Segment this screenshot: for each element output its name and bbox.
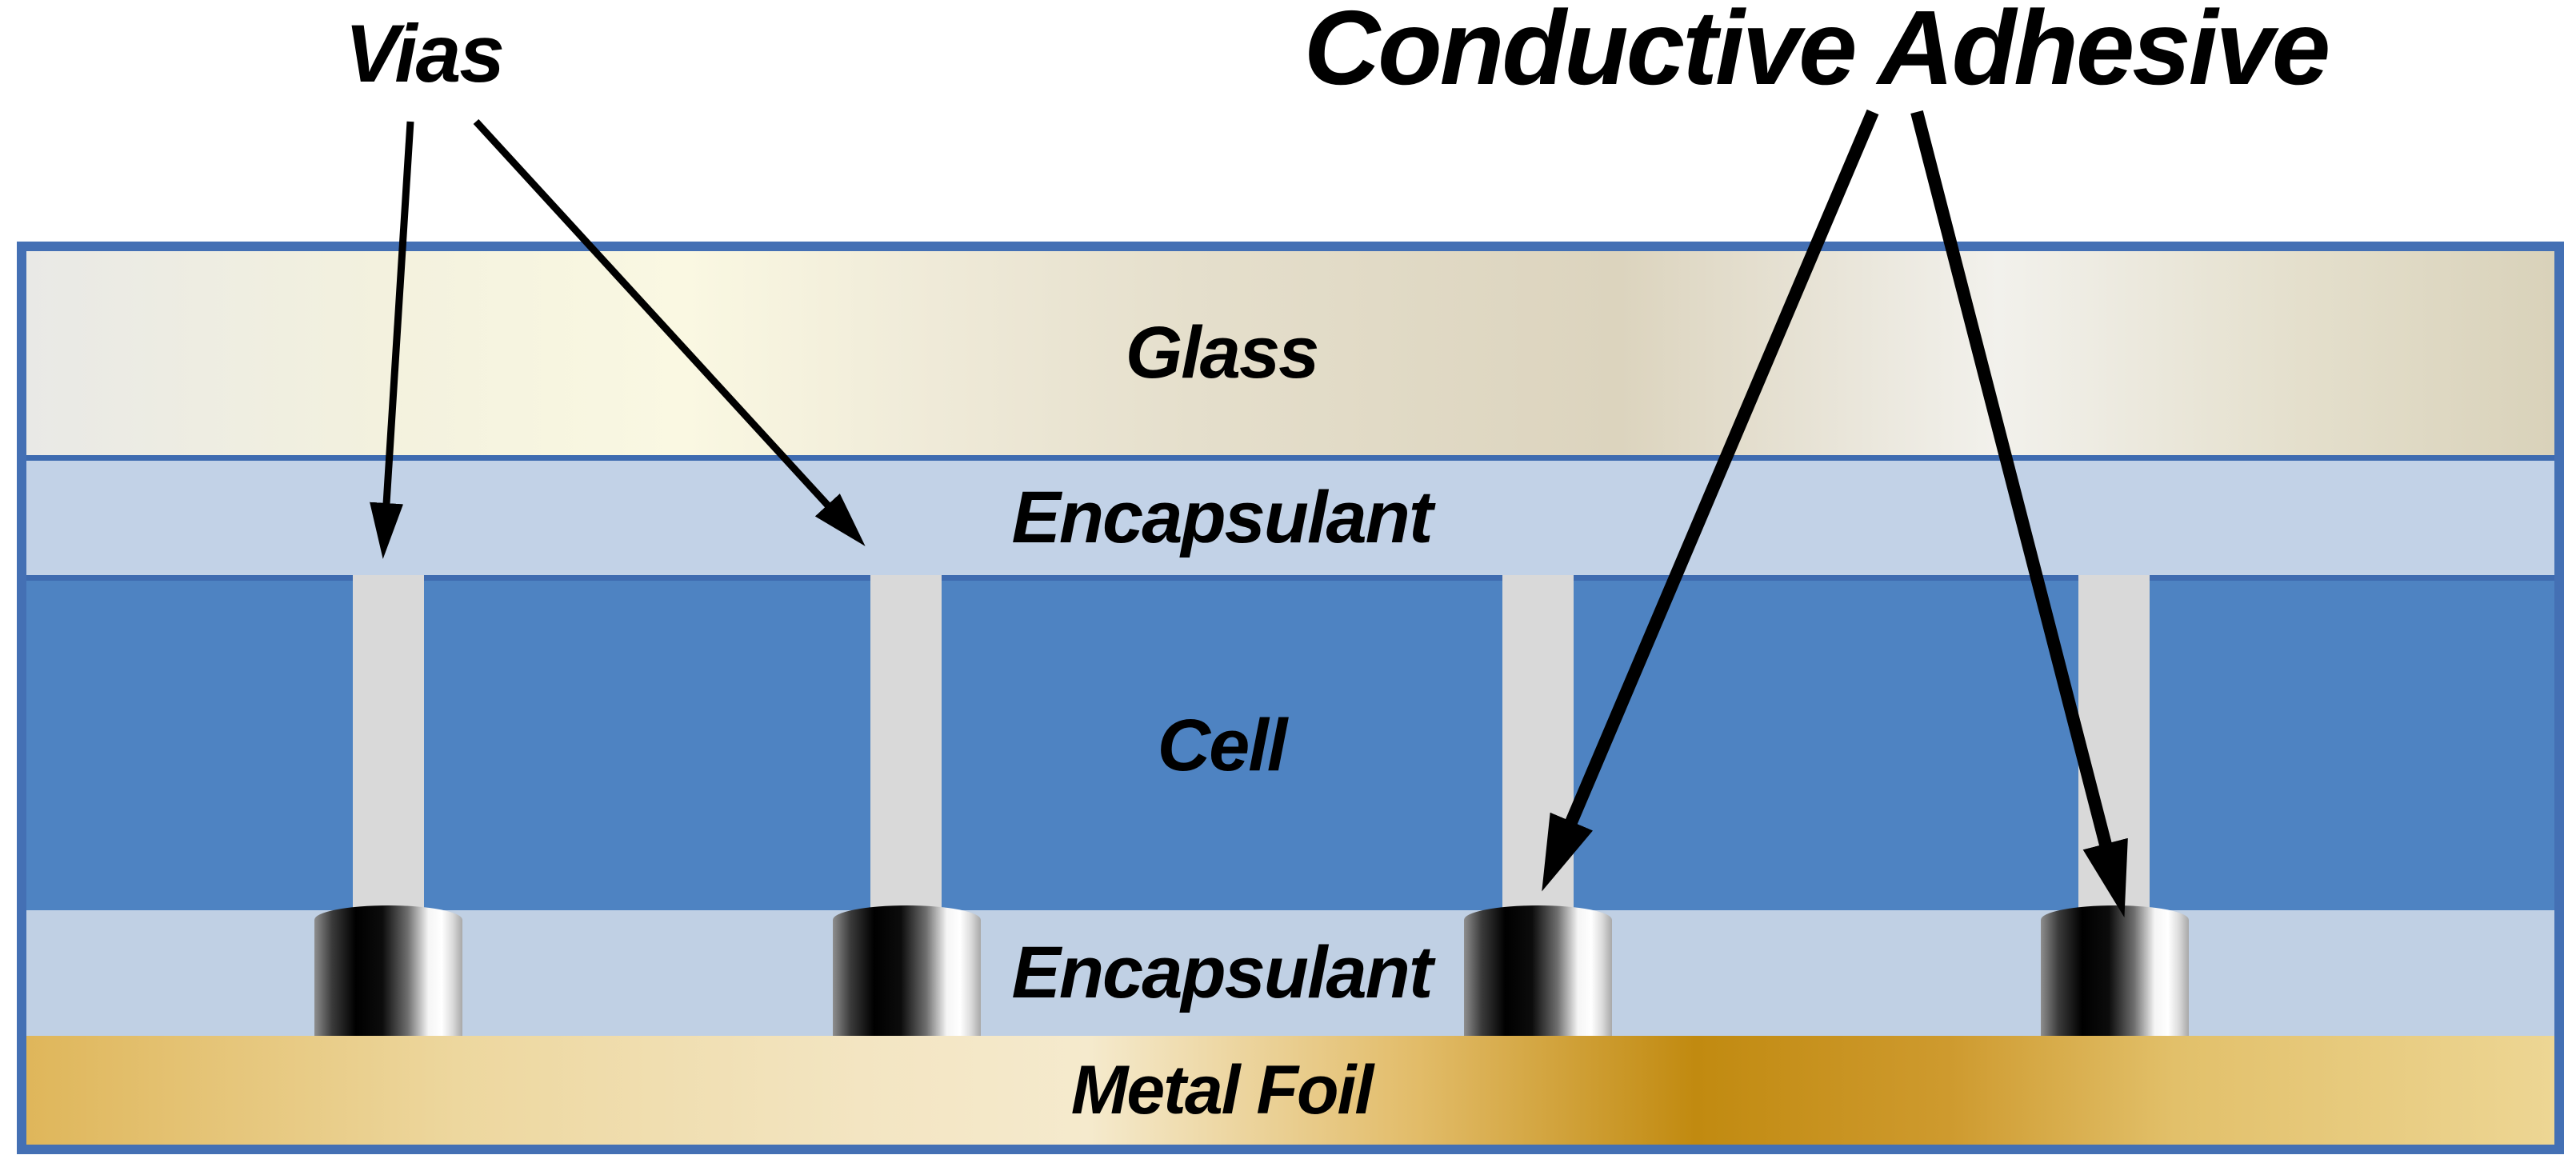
via-3 <box>1502 575 1574 909</box>
conductive-adhesive-1 <box>314 905 462 1036</box>
vias-label: Vias <box>344 8 505 99</box>
conductive-adhesive-label: Conductive Adhesive <box>1303 0 2330 106</box>
via-2 <box>870 575 942 909</box>
glass-layer <box>26 251 2554 455</box>
encapsulant-cell-divider <box>26 575 2554 581</box>
glass-encapsulant-divider <box>26 455 2554 461</box>
module-stack-panel: Glass Encapsulant Cell Encapsulant Metal… <box>17 242 2564 1154</box>
encapsulant-bottom-label: Encapsulant <box>1011 932 1433 1013</box>
glass-layer-label: Glass <box>1125 312 1320 394</box>
via-1 <box>353 575 424 909</box>
metal-foil-label: Metal Foil <box>1070 1052 1374 1129</box>
conductive-adhesive-3 <box>1464 905 1612 1036</box>
via-4 <box>2078 575 2150 909</box>
metal-foil-layer <box>26 1036 2554 1145</box>
layer-stack: Glass Encapsulant Cell Encapsulant Metal… <box>26 251 2554 1145</box>
cell-layer-label: Cell <box>1157 705 1288 786</box>
encapsulant-top-layer <box>26 461 2554 575</box>
encapsulant-top-label: Encapsulant <box>1011 477 1433 558</box>
conductive-adhesive-4 <box>2041 905 2189 1036</box>
conductive-adhesive-2 <box>833 905 981 1036</box>
